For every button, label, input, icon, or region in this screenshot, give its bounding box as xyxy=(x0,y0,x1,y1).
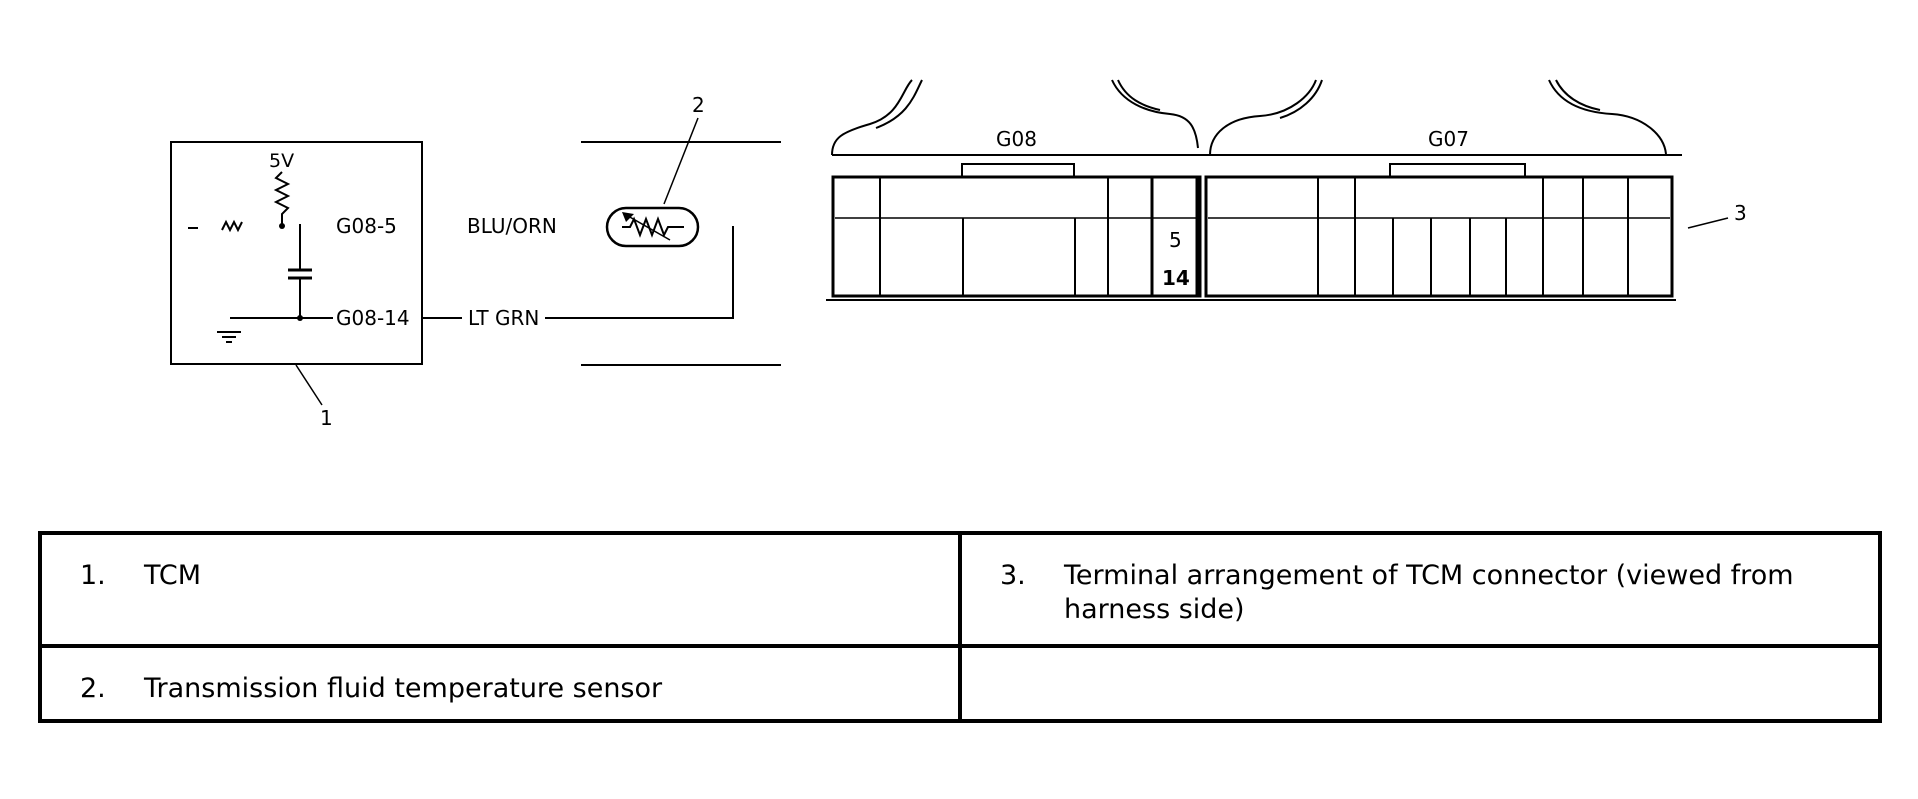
legend-text: TCM xyxy=(144,560,202,591)
wire-color-lt-grn: LT GRN xyxy=(468,306,539,330)
legend-number: 1. xyxy=(80,560,106,591)
connector-label-g08: G08 xyxy=(996,127,1037,151)
tcm-box xyxy=(170,141,423,365)
terminal-number-5: 5 xyxy=(1169,228,1182,252)
connector-braces xyxy=(831,79,1667,156)
legend-cell-empty xyxy=(958,643,1882,724)
pin-label-g08-14: G08-14 xyxy=(336,306,410,330)
legend-cell: 2. Transmission fluid temperature sensor xyxy=(38,643,962,724)
wire-color-blu-orn: BLU/ORN xyxy=(467,214,557,238)
supply-voltage-label: 5V xyxy=(269,150,294,172)
callout-leader-1 xyxy=(295,364,323,406)
callout-3: 3 xyxy=(1734,201,1747,225)
legend-text: Terminal arrangement of TCM connector (v… xyxy=(1064,560,1794,625)
legend-number: 2. xyxy=(80,672,106,704)
wiring-diagram: 5V G08-5 G08-14 BLU/ORN LT GRN 1 2 3 xyxy=(170,79,1747,430)
callout-leader-3 xyxy=(1687,217,1729,229)
connector-label-g07: G07 xyxy=(1428,127,1469,151)
thermistor-icon xyxy=(605,206,700,248)
legend-cell: 3. Terminal arrangement of TCM connector… xyxy=(958,531,1882,648)
tcm-connector xyxy=(826,154,1682,301)
legend-cell: 1. TCM xyxy=(38,531,962,648)
terminal-number-14: 14 xyxy=(1162,266,1190,290)
legend-row: 2. Transmission fluid temperature sensor xyxy=(38,643,1882,724)
legend-number: 3. xyxy=(1000,560,1026,591)
callout-leader-2 xyxy=(663,117,699,205)
legend-text: Transmission fluid temperature sensor xyxy=(144,672,663,704)
wire-lt-grn-return xyxy=(545,226,734,319)
legend-row: 1. TCM 3. Terminal arrangement of TCM co… xyxy=(38,531,1882,648)
pin-label-g08-5: G08-5 xyxy=(336,214,397,238)
callout-1: 1 xyxy=(320,406,333,430)
legend-table: 1. TCM 3. Terminal arrangement of TCM co… xyxy=(38,531,1882,724)
callout-2: 2 xyxy=(692,93,705,117)
